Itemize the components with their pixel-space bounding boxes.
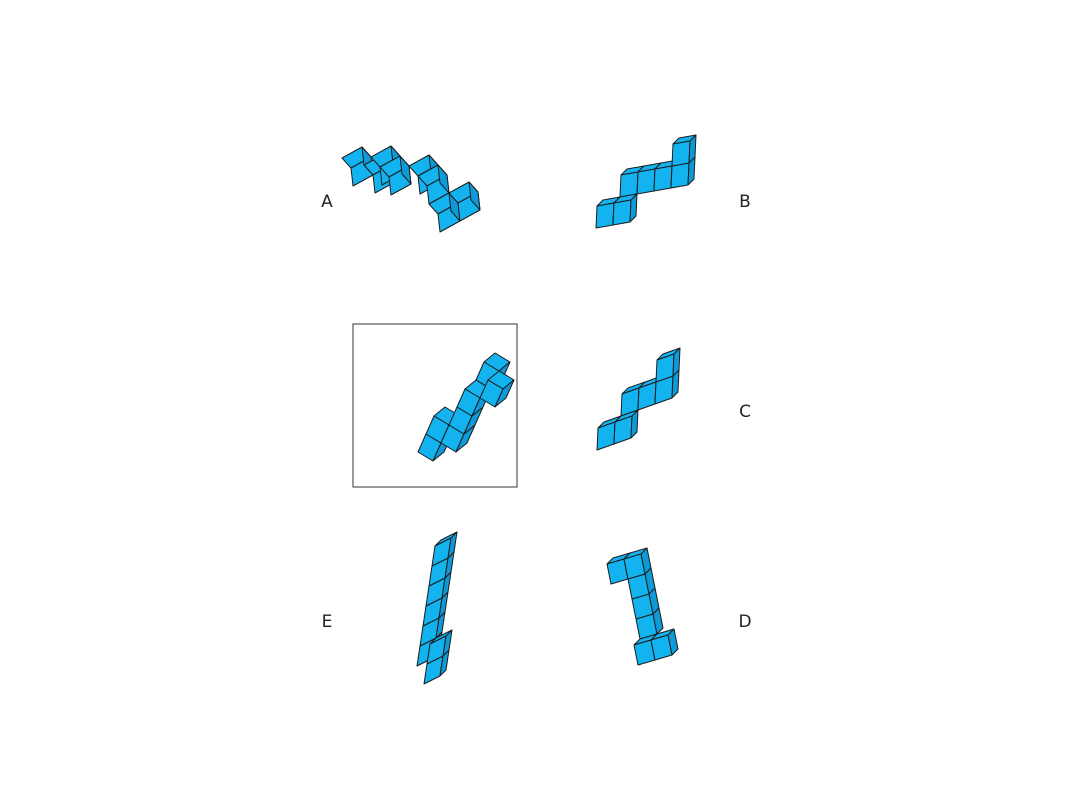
cube-side-face — [437, 164, 450, 194]
option-a-figure[interactable] — [341, 145, 481, 233]
cube-front-face — [595, 202, 615, 229]
cube-side-face — [447, 531, 458, 559]
option-c-figure[interactable] — [596, 347, 681, 451]
option-b-figure[interactable] — [595, 134, 697, 229]
cube-side-face — [442, 629, 453, 657]
cube-front-face — [653, 165, 673, 192]
reference-figure — [417, 352, 515, 462]
cube-side-face — [688, 134, 697, 164]
cube-side-face — [468, 181, 481, 211]
cube-front-face — [619, 171, 639, 198]
cube-front-face — [671, 140, 691, 167]
cube-front-face — [670, 162, 690, 189]
option-label-d[interactable]: D — [738, 612, 751, 632]
option-d-figure[interactable] — [606, 547, 679, 666]
option-label-e[interactable]: E — [322, 612, 333, 632]
option-e-figure[interactable] — [416, 531, 458, 685]
cube-front-face — [612, 199, 632, 226]
cube-front-face — [636, 168, 656, 195]
option-label-b[interactable]: B — [739, 192, 751, 212]
cube-side-face — [667, 628, 679, 656]
option-label-c[interactable]: C — [739, 402, 751, 422]
cube-side-face — [672, 347, 681, 377]
option-label-a[interactable]: A — [321, 192, 333, 212]
cube-side-face — [399, 155, 412, 185]
cube-side-face — [494, 379, 515, 408]
cube-side-face — [640, 547, 652, 575]
reference-frame — [352, 323, 518, 488]
